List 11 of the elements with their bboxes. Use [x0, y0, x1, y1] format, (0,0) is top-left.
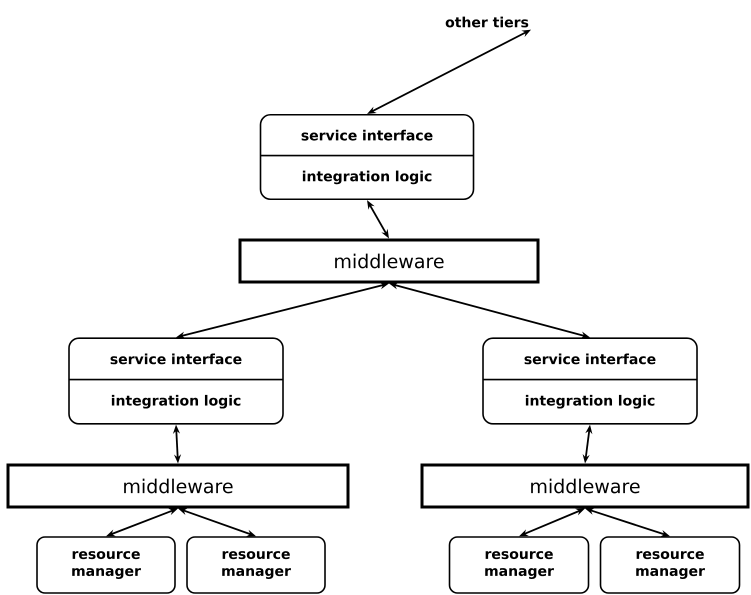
resource-box: resource manager [448, 536, 590, 594]
resource-box: resource manager [600, 536, 740, 594]
middleware-bar: middleware [238, 238, 540, 284]
tier-label: other tiers [446, 16, 528, 28]
component-box: service interface integration logic [68, 337, 284, 425]
middleware-bar: middleware [6, 464, 350, 508]
resource-box: resource manager [36, 536, 176, 594]
resource-box: resource manager [186, 536, 326, 594]
component-box: service interface integration logic [260, 114, 474, 200]
middleware-bar: middleware [420, 464, 750, 508]
component-box: service interface integration logic [482, 337, 698, 425]
